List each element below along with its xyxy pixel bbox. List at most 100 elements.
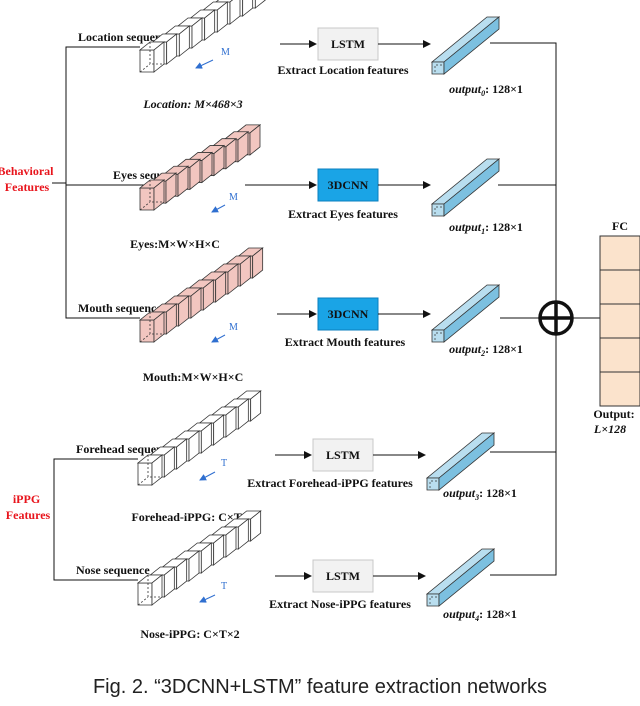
module-label: 3DCNN <box>328 178 369 192</box>
frame-cube-side <box>252 247 264 279</box>
frame-cube-side <box>165 303 177 335</box>
frame-cube-side <box>216 1 228 33</box>
module-label: LSTM <box>331 37 365 51</box>
output-label: output1: 128×1 <box>449 220 523 236</box>
ippg-bracket <box>53 458 138 581</box>
input-sequence-tube <box>136 510 262 606</box>
frame-cube-side <box>201 151 213 184</box>
input-shape-label: Mouth:M×W×H×C <box>143 370 244 384</box>
frame-cube-side <box>188 550 200 582</box>
frame-cube-side <box>163 446 175 478</box>
fc-cell <box>599 235 640 271</box>
frame-cube <box>139 187 155 211</box>
extract-features-label: Extract Location features <box>277 63 408 77</box>
frame-cube-side <box>215 271 227 303</box>
frame-cube-side <box>176 438 188 470</box>
dimension-letter: M <box>221 47 230 58</box>
extract-features-label: Extract Nose-iPPG features <box>269 597 411 611</box>
stream-2: Mouth sequenceMMouth:M×W×H×C3DCNNExtract… <box>78 247 523 384</box>
frame-cube-side <box>189 158 201 191</box>
frame-cube-side <box>213 144 225 177</box>
input-shape-label: Nose-iPPG: C×T×2 <box>140 627 239 641</box>
frame-cube-side <box>237 518 249 550</box>
dimension-arrow <box>199 594 216 603</box>
input-shape-label: Eyes:M×W×H×C <box>130 237 220 251</box>
input-sequence-tube <box>138 0 266 73</box>
prism-front <box>426 477 440 491</box>
dimension-letter: T <box>221 581 227 592</box>
frame-cube-side <box>225 406 237 438</box>
output-feature-prism <box>425 432 496 491</box>
frame-cube-side <box>225 137 237 170</box>
input-sequence-tube <box>138 124 262 211</box>
fc-layer <box>599 235 640 407</box>
frame-cube-side <box>153 41 165 73</box>
output-label: output4: 128×1 <box>443 607 517 623</box>
frame-cube-side <box>227 263 239 295</box>
frame-cube-side <box>176 558 188 590</box>
dimension-letter: M <box>229 322 238 333</box>
ippg-features-label: iPPG Features <box>6 492 51 522</box>
dimension-arrow <box>211 204 226 213</box>
frame-cube-side <box>151 574 163 606</box>
prism-front <box>431 203 445 217</box>
output-label: output2: 128×1 <box>449 342 523 358</box>
prism-front <box>431 61 445 75</box>
dimension-letter: M <box>229 192 238 203</box>
frame-cube-side <box>250 390 262 422</box>
sequence-label: Forehead sequence <box>76 442 174 456</box>
fc-output-dim: L×128 <box>593 422 626 436</box>
feature-extraction-diagram: Behavioral Features iPPG Features Locati… <box>0 0 640 641</box>
output-feature-prism <box>430 158 501 217</box>
3dcnn-module-box <box>317 297 379 331</box>
frame-cube-side <box>178 295 190 327</box>
input-sequence-tube <box>136 390 262 486</box>
module-label: LSTM <box>326 448 360 462</box>
module-label: LSTM <box>326 569 360 583</box>
extract-features-label: Extract Mouth features <box>285 335 406 349</box>
lstm-module-box <box>312 438 374 472</box>
prism-side <box>443 16 500 75</box>
lstm-module-box <box>312 559 374 593</box>
dimension-arrow <box>195 59 214 69</box>
fc-cell <box>599 303 640 339</box>
frame-cube-side <box>188 430 200 462</box>
frame-cube-side <box>239 255 251 287</box>
frame-cube <box>139 49 155 73</box>
frame-cube-side <box>153 311 165 343</box>
fc-cell <box>599 337 640 373</box>
extract-features-label: Extract Eyes features <box>288 207 398 221</box>
fc-title: FC <box>612 219 628 233</box>
input-shape-label: Location: M×468×3 <box>142 97 242 111</box>
lstm-module-box <box>317 27 379 61</box>
input-shape-label: Forehead-iPPG: C×T×2 <box>131 510 254 524</box>
prism-front <box>431 329 445 343</box>
frame-cube-side <box>153 179 165 211</box>
frame-cube-side <box>191 17 203 49</box>
frame-cube-side <box>249 124 261 156</box>
fc-output-label: Output: <box>593 407 634 421</box>
3dcnn-module-box <box>317 168 379 202</box>
dimension-letter: T <box>221 458 227 469</box>
dimension-arrow <box>211 334 226 343</box>
prism-side <box>443 284 500 343</box>
frame-cube-side <box>178 25 190 57</box>
frame-cube-side <box>202 279 214 311</box>
frame-cube <box>139 319 155 343</box>
frame-cube-side <box>242 0 254 17</box>
frame-cube-side <box>229 0 241 25</box>
sequence-label: Nose sequence <box>76 563 150 577</box>
prism-side <box>438 432 495 491</box>
behavioral-features-label: Behavioral Features <box>0 164 57 194</box>
fc-cell <box>599 269 640 305</box>
fc-cell <box>599 371 640 407</box>
dimension-arrow <box>199 471 216 481</box>
frame-cube-side <box>204 9 216 41</box>
frame-cube-side <box>250 510 262 542</box>
frame-cube-side <box>163 566 175 598</box>
frame-cube-side <box>225 526 237 558</box>
